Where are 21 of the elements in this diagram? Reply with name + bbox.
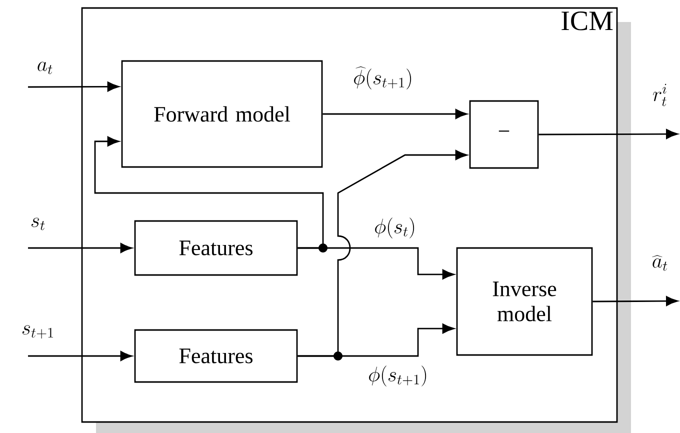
- edge-label: $\phi(s_{t+1})$: [369, 366, 426, 386]
- edge-label: $r_t^i$: [653, 84, 666, 106]
- arrow: [28, 82, 120, 92]
- arrow: [28, 243, 132, 253]
- process-box: Forward model: [121, 60, 323, 168]
- edge-label: $\widehat{\phi}(s_{t+1})$: [354, 66, 412, 90]
- arrow: [298, 324, 454, 357]
- arrow: [28, 351, 132, 361]
- arrow: [298, 247, 454, 280]
- edge-label: $a_t$: [38, 62, 52, 74]
- edge-label: $\phi(s_t)$: [375, 218, 414, 238]
- edge-label: $s_t$: [31, 218, 45, 230]
- arrow: [592, 296, 678, 306]
- edge-label: $s_{t+1}$: [22, 325, 53, 339]
- process-box: Features: [134, 329, 298, 383]
- edge-label: $\widehat{a}_t$: [652, 255, 668, 271]
- arrow: [322, 109, 468, 119]
- process-box: Inverse model: [456, 247, 593, 356]
- process-box: Features: [134, 220, 298, 276]
- subtraction-box: −: [469, 100, 539, 169]
- arrow: [538, 129, 678, 139]
